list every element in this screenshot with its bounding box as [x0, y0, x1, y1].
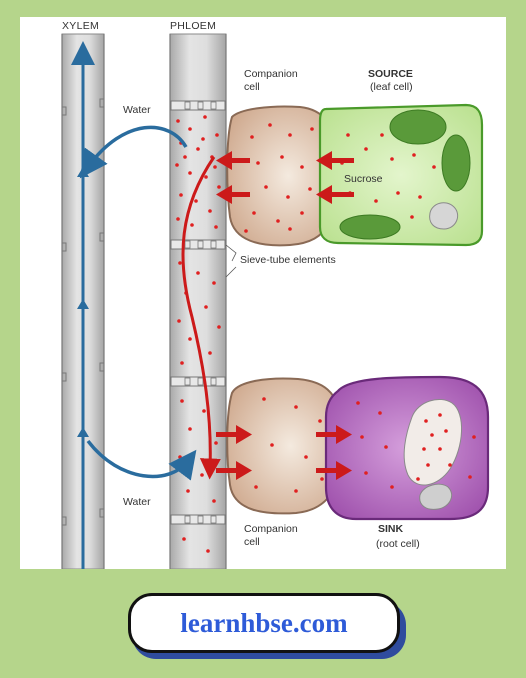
chloroplast [441, 134, 471, 192]
sieve-plate-pores [184, 101, 217, 524]
water-label-top: Water [123, 104, 151, 116]
xylem-pit-marks [62, 98, 104, 526]
vacuole [429, 202, 459, 230]
phloem-sucrose-flow [181, 156, 221, 480]
source-sublabel: (leaf cell) [370, 81, 413, 93]
site-link-badge[interactable]: learnhbse.com [128, 593, 406, 659]
xylem-label: XYLEM [62, 20, 99, 32]
badge-face[interactable]: learnhbse.com [128, 593, 400, 653]
site-name[interactable]: learnhbse.com [180, 607, 348, 638]
sink-sublabel: (root cell) [376, 538, 420, 550]
loading-arrows [216, 151, 354, 204]
sieve-tube-label: Sieve-tube elements [240, 254, 336, 266]
sieve-tube-leader [225, 244, 237, 278]
companion-cell-bottom-label: Companion [244, 523, 298, 535]
companion-cell-bottom-label: cell [244, 536, 260, 548]
source-label: SOURCE [368, 68, 413, 80]
phloem-tube [169, 33, 227, 569]
source-leaf-cell [318, 103, 484, 247]
water-arrow-bottom [86, 439, 197, 481]
water-arrow-top [79, 125, 188, 179]
diagram-panel: XYLEM PHLOEM Water Water Companion cell … [20, 17, 506, 569]
companion-cell-top-label: Companion [244, 68, 298, 80]
chloroplast [339, 214, 401, 240]
sink-vacuole [403, 399, 463, 486]
phloem-transport-diagram: XYLEM PHLOEM Water Water Companion cell … [61, 20, 490, 569]
sink-label: SINK [378, 523, 404, 535]
chloroplast [389, 109, 447, 145]
sink-root-cell [324, 375, 490, 521]
water-label-bottom: Water [123, 496, 151, 508]
companion-cell-top [226, 105, 340, 247]
sucrose-label: Sucrose [344, 173, 383, 185]
companion-cell-top-label: cell [244, 81, 260, 93]
sink-nucleus [419, 483, 453, 510]
phloem-label: PHLOEM [170, 20, 216, 32]
unloading-arrows [216, 425, 352, 480]
